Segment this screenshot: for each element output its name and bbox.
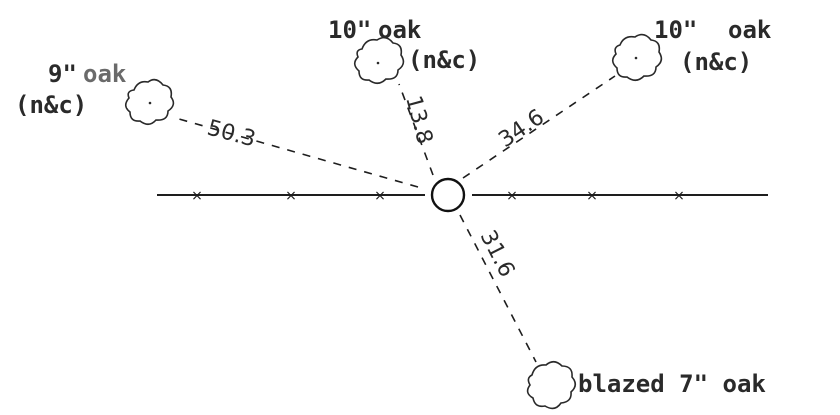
tree-size: 10" [654, 16, 697, 44]
bearing-line-west [171, 116, 419, 188]
tree-species: oak [728, 16, 772, 44]
corner-monument-icon [430, 177, 466, 213]
tree-size: 9" [48, 60, 77, 88]
distance-west: 50.3 [204, 116, 258, 153]
tree-size: 10" [328, 16, 371, 44]
distance-north: 13.8 [400, 93, 437, 147]
line-marker: × [673, 188, 685, 204]
line-marker: × [191, 188, 203, 204]
tree-icon [526, 360, 577, 410]
tree-species: oak [378, 16, 422, 44]
tree-icon [611, 33, 663, 82]
tree-note: (n&c) [408, 46, 480, 74]
bearing-lines [171, 75, 616, 363]
line-marker: × [506, 188, 518, 204]
line-marker: × [586, 188, 598, 204]
survey-line: × × × × × × [157, 188, 768, 204]
witness-tree-south: blazed 7" oak [526, 360, 766, 410]
line-marker: × [374, 188, 386, 204]
witness-tree-west: 9" oak (n&c) [15, 60, 175, 126]
tree-label: blazed 7" oak [578, 370, 766, 398]
tree-center-dot [376, 61, 380, 65]
distance-northeast: 34.6 [494, 105, 549, 153]
bearing-line-north [398, 83, 434, 176]
tree-icon [124, 78, 175, 126]
bearing-line-south [459, 214, 537, 363]
witness-tree-north: 10" oak (n&c) [328, 16, 480, 85]
tree-note: (n&c) [680, 48, 752, 76]
tree-species: oak [83, 60, 127, 88]
witness-tree-northeast: 10" oak (n&c) [611, 16, 772, 82]
tree-center-dot [148, 101, 152, 105]
tree-note: (n&c) [15, 91, 87, 119]
line-marker: × [285, 188, 297, 204]
distance-south: 31.6 [475, 226, 520, 281]
tree-icon [353, 36, 405, 85]
tree-center-dot [634, 56, 638, 60]
